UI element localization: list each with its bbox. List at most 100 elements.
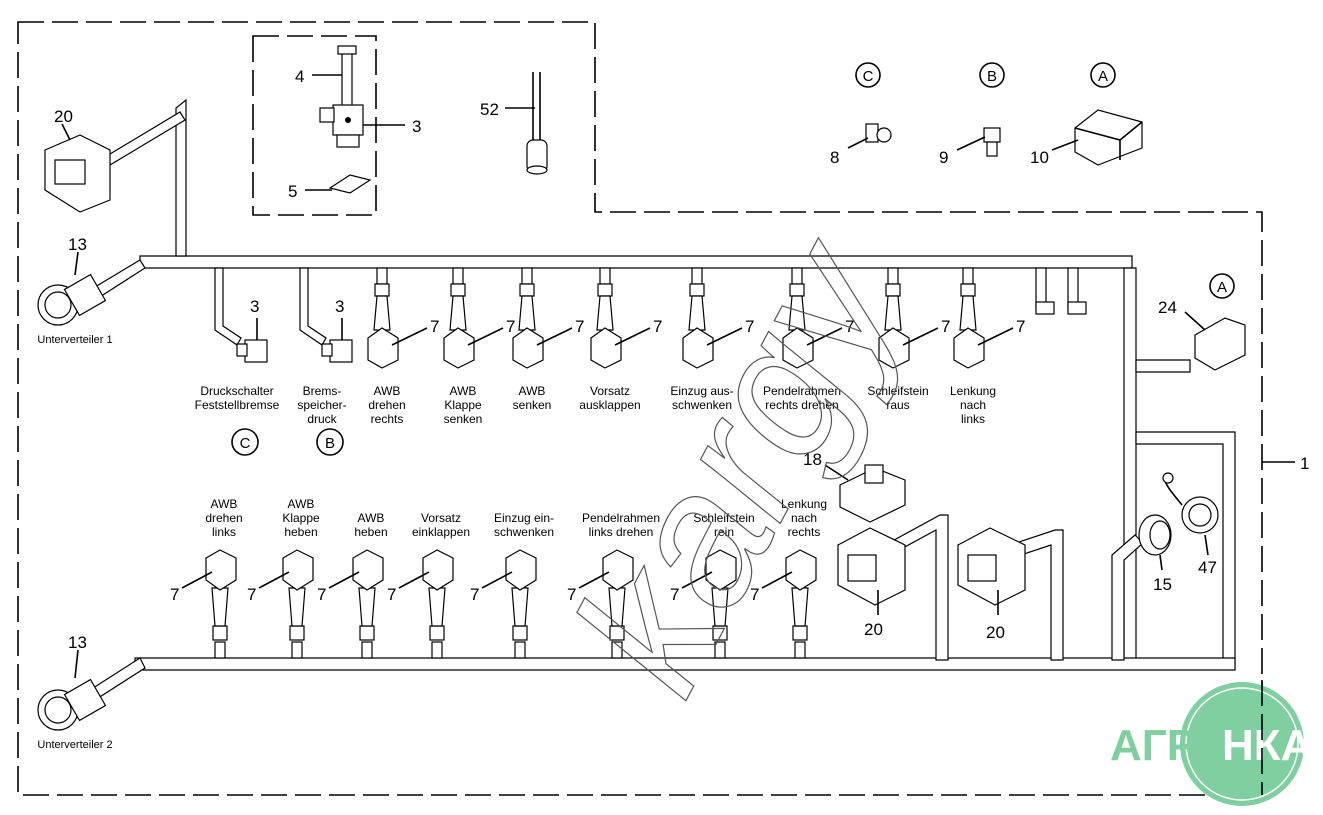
marker-label: B: [325, 435, 335, 452]
marker-A: [1090, 62, 1116, 88]
part-number: 7: [941, 317, 950, 336]
connector-label-line: Pendelrahmen: [763, 384, 841, 398]
logo-text-right: НКА: [1222, 721, 1312, 770]
connector-label-line: links drehen: [589, 525, 654, 539]
connector-20-b: [957, 527, 1026, 606]
assembly-frame: [17, 21, 1263, 796]
connector-label-line: Lenkung: [950, 384, 996, 398]
marker-B-label: B: [987, 68, 997, 85]
marker-A-right: [1209, 273, 1235, 299]
part-number-1: 1: [1300, 454, 1309, 473]
part-number: 7: [170, 585, 179, 604]
cable-52: [526, 72, 548, 175]
marker-A-right-label: A: [1217, 279, 1227, 296]
seal-5: [328, 174, 372, 194]
connector-label-line: Schleifstein: [693, 511, 754, 525]
connector-label-line: heben: [354, 525, 387, 539]
marker-A-label: A: [1098, 68, 1108, 85]
connector-label-line: senken: [513, 398, 552, 412]
agronka-logo: АГРО НКА: [1110, 682, 1312, 806]
connector-label-line: schwenken: [494, 525, 554, 539]
connector-label-line: drehen: [368, 398, 405, 412]
connector-label-line: drehen: [205, 511, 242, 525]
connector-label-line: heben: [284, 525, 317, 539]
part-number-18: 18: [803, 450, 822, 469]
part-number: 7: [470, 585, 479, 604]
connector-label-line: speicher-: [297, 398, 346, 412]
connector-label-line: AWB: [374, 384, 401, 398]
connector-label-line: nach: [791, 511, 817, 525]
connector-label-line: AWB: [358, 511, 385, 525]
connector-18: [839, 464, 906, 523]
connector-label-line: druck: [307, 412, 337, 426]
part-number: 7: [653, 317, 662, 336]
harness-top-bus: [99, 98, 1236, 669]
part-number: 7: [317, 585, 326, 604]
marker-C-label: C: [863, 68, 874, 85]
part-number: 7: [745, 317, 754, 336]
part-number: 7: [750, 585, 759, 604]
part-number-20-left: 20: [54, 107, 73, 126]
part-number-9: 9: [939, 148, 948, 167]
connector-label-line: Einzug ein-: [494, 511, 554, 525]
connector-label-line: rechts: [371, 412, 404, 426]
part-number-24: 24: [1158, 298, 1177, 317]
connector-label-line: AWB: [450, 384, 477, 398]
connector-label-line: AWB: [288, 497, 315, 511]
bottom-connector-5: 7 Einzug ein-schwenken: [470, 511, 554, 659]
round-connector-15: [1138, 514, 1172, 556]
marker-C-circle: [231, 428, 259, 456]
connector-label-line: ausklappen: [579, 398, 640, 412]
connector-label-line: links: [961, 412, 985, 426]
round-connector-13-top: [37, 273, 107, 326]
screw-4: [337, 45, 357, 109]
connector-label-line: raus: [886, 398, 909, 412]
part-number-15: 15: [1153, 575, 1172, 594]
part-number-13-top: 13: [68, 235, 87, 254]
harness-bottom-bus: [89, 259, 1236, 701]
part-9: [983, 127, 1001, 157]
connector-label-line: schwenken: [672, 398, 732, 412]
part-number: 7: [845, 317, 854, 336]
marker-B-circle: [316, 428, 344, 456]
connector-20-left: [44, 134, 111, 213]
part-number-3: 3: [412, 117, 421, 136]
protective-cap-47: [1162, 472, 1219, 534]
part-number-8: 8: [830, 148, 839, 167]
part-number: 7: [387, 585, 396, 604]
part-number: 3: [250, 297, 259, 316]
part-number-52: 52: [480, 100, 499, 119]
marker-B: [979, 62, 1005, 88]
sensor-3: [319, 104, 364, 148]
connector-20-a: [837, 527, 906, 606]
label-unterverteiler-1: Unterverteiler 1: [37, 334, 112, 346]
part-number: 7: [430, 317, 439, 336]
connector-label-line: rechts: [788, 525, 821, 539]
connector-label-line: AWB: [519, 384, 546, 398]
connector-label-line: Brems-: [303, 384, 342, 398]
connector-label-line: Vorsatz: [421, 511, 461, 525]
connector-label-line: Lenkung: [781, 497, 827, 511]
part-number: 3: [335, 297, 344, 316]
round-connector-13-bottom: [37, 678, 107, 731]
part-number: 7: [670, 585, 679, 604]
part-number: 7: [567, 585, 576, 604]
part-number-13-bottom: 13: [68, 633, 87, 652]
part-number: 7: [506, 317, 515, 336]
connector-label-line: Klappe: [282, 511, 320, 525]
